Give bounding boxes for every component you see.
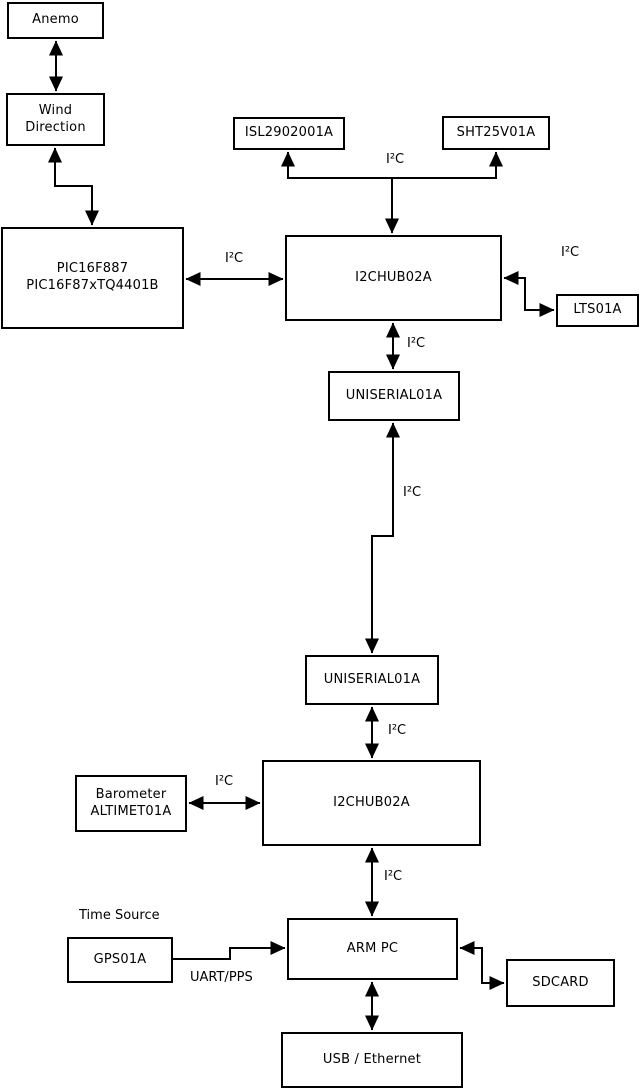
node-wind-direction-line1: Wind <box>38 102 73 118</box>
edge-label-uart-pps: UART/PPS <box>190 970 253 985</box>
edge-armpc-sdcard <box>459 941 505 990</box>
node-usb-ethernet-label: USB / Ethernet <box>322 1051 422 1067</box>
edge-label-i2c-hub2-armpc: I²C <box>384 869 403 884</box>
node-wind-direction-line2: Direction <box>25 119 86 135</box>
node-barometer-line1: Barometer <box>95 786 167 802</box>
node-uniserial-1: UNISERIAL01A <box>328 371 460 421</box>
edge-label-i2c-hub1-lts: I²C <box>561 245 580 260</box>
edge-label-i2c-hub1-uniserial1: I²C <box>407 336 426 351</box>
edge-label-i2c-uniserial2-hub2: I²C <box>388 723 407 738</box>
node-pic-line1: PIC16F887 <box>56 261 129 277</box>
node-isl2902001a: ISL2902001A <box>233 117 345 150</box>
edge-hub1-lts <box>503 271 555 317</box>
node-pic-line2: PIC16F87xTQ4401B <box>26 278 159 293</box>
node-anemo-label: Anemo <box>32 12 79 28</box>
edge-label-i2c-barometer-hub2: I²C <box>215 774 234 789</box>
node-wind-direction: Wind Direction <box>6 93 105 146</box>
node-uniserial-1-label: UNISERIAL01A <box>345 387 443 403</box>
node-sdcard: SDCARD <box>506 959 615 1007</box>
edge-uniserial1-uniserial2 <box>365 422 400 654</box>
node-i2c-hub-2-label: I2CHUB02A <box>333 794 410 810</box>
edge-label-i2c-uniserial-link: I²C <box>403 485 422 500</box>
node-barometer-line2: ALTIMET01A <box>90 803 172 819</box>
node-i2c-hub-1: I2CHUB02A <box>285 235 502 321</box>
node-uniserial-2: UNISERIAL01A <box>305 655 439 705</box>
edge-wind-pic <box>48 147 99 226</box>
node-isl2902001a-label: ISL2902001A <box>244 125 334 141</box>
node-usb-ethernet: USB / Ethernet <box>281 1032 463 1088</box>
node-i2c-hub-1-label: I2CHUB02A <box>355 269 432 285</box>
node-sht25v01a: SHT25V01A <box>442 116 550 150</box>
node-arm-pc: ARM PC <box>287 918 458 980</box>
node-pic: PIC16F887 PIC16F87xTQ4401B <box>1 227 184 329</box>
edge-gps-armpc <box>173 941 286 960</box>
node-gps01a: GPS01A <box>67 937 173 983</box>
edge-label-i2c-sensors: I²C <box>386 152 405 167</box>
node-sht25v01a-label: SHT25V01A <box>456 124 536 140</box>
node-gps01a-label: GPS01A <box>93 951 147 967</box>
node-lts01a-label: LTS01A <box>573 302 622 318</box>
node-barometer: Barometer ALTIMET01A <box>75 775 187 832</box>
node-sdcard-label: SDCARD <box>532 974 589 990</box>
edge-label-time-source: Time Source <box>79 908 160 923</box>
node-i2c-hub-2: I2CHUB02A <box>262 760 481 846</box>
edge-label-i2c-pic-hub1: I²C <box>225 251 244 266</box>
node-anemo: Anemo <box>7 2 104 39</box>
node-lts01a: LTS01A <box>556 294 639 327</box>
node-arm-pc-label: ARM PC <box>346 940 399 956</box>
node-uniserial-2-label: UNISERIAL01A <box>323 671 421 687</box>
